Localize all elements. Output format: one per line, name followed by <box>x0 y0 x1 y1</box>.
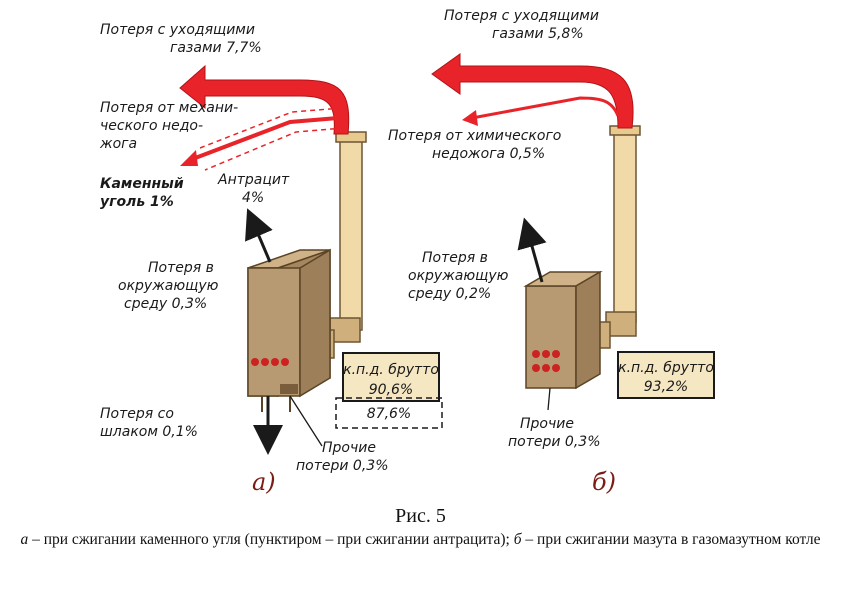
anthracite-dashed-arrow-a <box>199 107 345 171</box>
other-loss-label-b-2: потери 0,3% <box>508 434 601 450</box>
chem-loss-label-b-2: недожога 0,5% <box>432 146 545 162</box>
caption-b-marker: б <box>513 531 522 548</box>
env-loss-arrow-b <box>517 217 547 283</box>
env-loss-label-a-2: окружающую <box>118 278 219 294</box>
flue-gas-arrow-b <box>431 53 634 129</box>
chem-loss-arrow-b <box>471 96 620 120</box>
flue-loss-label-a-2: газами 7,7% <box>170 40 262 56</box>
env-loss-arrow-a <box>245 208 273 263</box>
mech-loss-arrow-a <box>189 116 339 162</box>
efficiency-value-a: 90,6% <box>369 382 413 398</box>
efficiency-label-b: к.п.д. брутто <box>618 360 714 376</box>
burner-a-2 <box>261 358 269 366</box>
boiler-b <box>523 270 603 390</box>
flue-loss-label-b-1: Потеря с уходящими <box>444 8 599 24</box>
panel-a: к.п.д. брутто 90,6% 87,6% Потеря с уходя… <box>99 22 443 496</box>
efficiency-box-a <box>335 352 443 429</box>
mech-loss-label-a-1: Потеря от механи- <box>100 100 238 116</box>
caption-a-marker: а <box>20 531 29 548</box>
mech-loss-label-a-2: ческого недо- <box>100 118 203 134</box>
panel-letter-a: а) <box>252 468 276 496</box>
burner-b-6 <box>552 364 560 372</box>
mech-loss-label-a-3: жога <box>99 136 137 152</box>
flue-gas-arrow-a <box>179 64 350 135</box>
slag-loss-label-a-1: Потеря со <box>100 406 174 422</box>
env-loss-label-a-3: среду 0,3% <box>124 296 207 312</box>
coal-label-a-2: уголь 1% <box>100 194 174 210</box>
anthracite-label-a-2: 4% <box>242 190 264 206</box>
coal-label-a-1: Каменный <box>100 176 184 192</box>
other-loss-pointer-b <box>547 387 551 411</box>
efficiency-anthracite-a: 87,6% <box>367 406 411 422</box>
burner-b-5 <box>542 364 550 372</box>
chem-loss-label-b-1: Потеря от химического <box>388 128 561 144</box>
other-loss-label-a-1: Прочие <box>322 440 376 456</box>
other-loss-label-b-1: Прочие <box>520 416 574 432</box>
burner-b-2 <box>542 350 550 358</box>
efficiency-label-a: к.п.д. брутто <box>343 362 439 378</box>
panel-b: к.п.д. брутто 93,2% Потеря с уходящими г… <box>388 8 715 496</box>
figure-caption: а – при сжигании каменного угля (пунктир… <box>0 530 841 550</box>
env-loss-label-b-2: окружающую <box>408 268 509 284</box>
other-loss-pointer-a <box>289 395 323 447</box>
env-loss-label-a-1: Потеря в <box>148 260 214 276</box>
burner-a-4 <box>281 358 289 366</box>
env-loss-label-b-1: Потеря в <box>422 250 488 266</box>
efficiency-box-b <box>617 351 715 399</box>
panel-letter-b: б) <box>592 468 616 496</box>
figure-title: Рис. 5 <box>395 505 446 527</box>
env-loss-label-b-3: среду 0,2% <box>408 286 491 302</box>
flue-loss-label-a-1: Потеря с уходящими <box>100 22 255 38</box>
anthracite-label-a-1: Антрацит <box>217 172 290 188</box>
burner-b-4 <box>532 364 540 372</box>
burner-a-3 <box>271 358 279 366</box>
caption-b-text: – при сжигании мазута в газомазутном кот… <box>521 531 821 548</box>
burner-b-1 <box>532 350 540 358</box>
boiler-a <box>247 248 331 412</box>
burner-b-3 <box>552 350 560 358</box>
boiler-heat-balance-diagram: к.п.д. брутто 90,6% 87,6% Потеря с уходя… <box>99 8 715 496</box>
caption-a-text: – при сжигании каменного угля (пунктиром… <box>28 531 514 548</box>
burner-a-1 <box>251 358 259 366</box>
flue-loss-label-b-2: газами 5,8% <box>492 26 584 42</box>
efficiency-value-b: 93,2% <box>644 379 688 395</box>
slag-loss-label-a-2: шлаком 0,1% <box>100 424 198 440</box>
other-loss-label-a-2: потери 0,3% <box>296 458 389 474</box>
